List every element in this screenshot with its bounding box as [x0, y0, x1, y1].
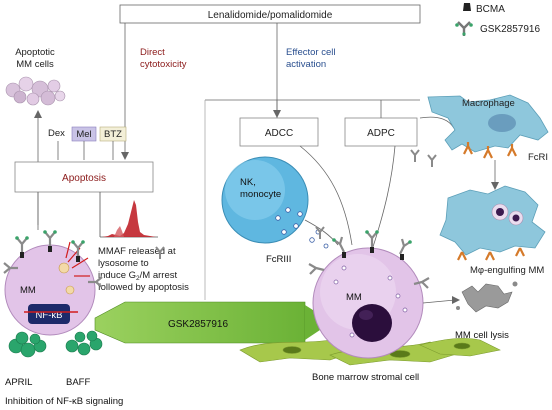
mm-granules — [333, 265, 408, 338]
mm-lysis-debris — [461, 283, 513, 313]
effector-activation-line1: Effector cell — [286, 47, 335, 58]
adcc-label: ADCC — [265, 128, 293, 139]
april-ligand-cluster — [8, 331, 47, 358]
nfkb-label: NF-κB — [36, 310, 63, 321]
direct-cytotoxicity-line1: Direct — [140, 47, 165, 58]
adcc-box — [239, 117, 319, 147]
arrowhead — [34, 110, 42, 118]
mphi-engulf-label: Mφ-engulfing MM — [470, 265, 544, 276]
macrophage-upper — [427, 94, 549, 153]
free-gsk-antibodies — [155, 149, 437, 259]
mmaf-text-line1: MMAF released at — [98, 246, 176, 257]
dex-label: Dex — [48, 128, 65, 139]
lysis-fragment — [512, 281, 518, 287]
adpc-label: ADPC — [367, 128, 395, 139]
nk-label-line1: NK, — [240, 177, 256, 188]
direct-cytotoxicity-line2: cytotoxicity — [140, 59, 187, 70]
drug-label: Lenalidomide/pomalidomide — [208, 10, 333, 21]
nk-label-line2: monocyte — [240, 189, 281, 200]
nk-cell-highlight — [225, 160, 285, 220]
lysosome — [65, 285, 75, 295]
adpc-to-mm-arrow — [371, 145, 396, 251]
apoptosis-box — [14, 161, 154, 193]
mmaf-text-line4: followed by apoptosis — [98, 282, 189, 293]
fcr-antibody-cluster — [457, 142, 525, 261]
apoptotic-label-line2: MM cells — [16, 59, 54, 70]
gsk-bar-label: GSK2857916 — [168, 319, 228, 330]
macrophage-nucleus — [488, 114, 516, 132]
baff-label: BAFF — [66, 377, 90, 388]
stromal-label: Bone marrow stromal cell — [312, 372, 419, 383]
gsk-antibody-icon — [455, 21, 473, 36]
nfkb-inhibition-label: Inhibition of NF-κB signaling — [5, 396, 123, 407]
bcma-receptor-icon — [463, 3, 471, 11]
mmaf-text-line2: lysosome to — [98, 258, 149, 269]
mmaf-text-line3: induce G2/M arrest — [98, 270, 177, 282]
bone-marrow-stroma — [239, 338, 501, 366]
legend-bcma-label: BCMA — [476, 4, 505, 15]
mm-lysis-label: MM cell lysis — [455, 330, 509, 341]
mm-center-nucleus — [352, 304, 392, 342]
lysosome — [58, 262, 70, 274]
macrophage-label: Macrophage — [462, 98, 515, 109]
baff-ligand-cluster — [65, 330, 103, 356]
mm-center-label: MM — [346, 292, 362, 303]
arrowhead — [491, 182, 499, 190]
nfkb-box — [28, 304, 70, 324]
legend-gsk-label: GSK2857916 — [480, 24, 540, 35]
arrowhead — [452, 296, 460, 304]
fcri-label: FcRI — [528, 152, 548, 163]
apoptosis-label: Apoptosis — [62, 173, 106, 184]
lysis-fragment — [456, 306, 460, 310]
adcc-to-mm-arrow — [299, 145, 353, 246]
macrophage-engulfing — [439, 185, 546, 256]
engulfed-nucleus — [512, 214, 520, 222]
fcriii-label: FcRIII — [266, 254, 291, 265]
mm-left-label: MM — [20, 285, 36, 296]
gsk-antibody-tips — [15, 230, 412, 244]
apoptotic-label-line1: Apoptotic — [15, 47, 55, 58]
bcma-receptors — [20, 246, 404, 262]
btz-label: BTZ — [104, 129, 122, 140]
apoptotic-cells-icon — [5, 76, 66, 106]
arrowhead — [121, 152, 129, 160]
drug-box — [119, 4, 421, 24]
cell-cycle-histogram — [99, 192, 158, 238]
april-label: APRIL — [5, 377, 32, 388]
mm-to-lysis-arrow — [422, 299, 456, 304]
legend: BCMA GSK2857916 — [455, 3, 540, 36]
mel-label: Mel — [76, 129, 91, 140]
effector-activation-line2: activation — [286, 59, 326, 70]
nucleus-highlight — [359, 310, 373, 320]
engulfed-nucleus — [496, 208, 504, 216]
